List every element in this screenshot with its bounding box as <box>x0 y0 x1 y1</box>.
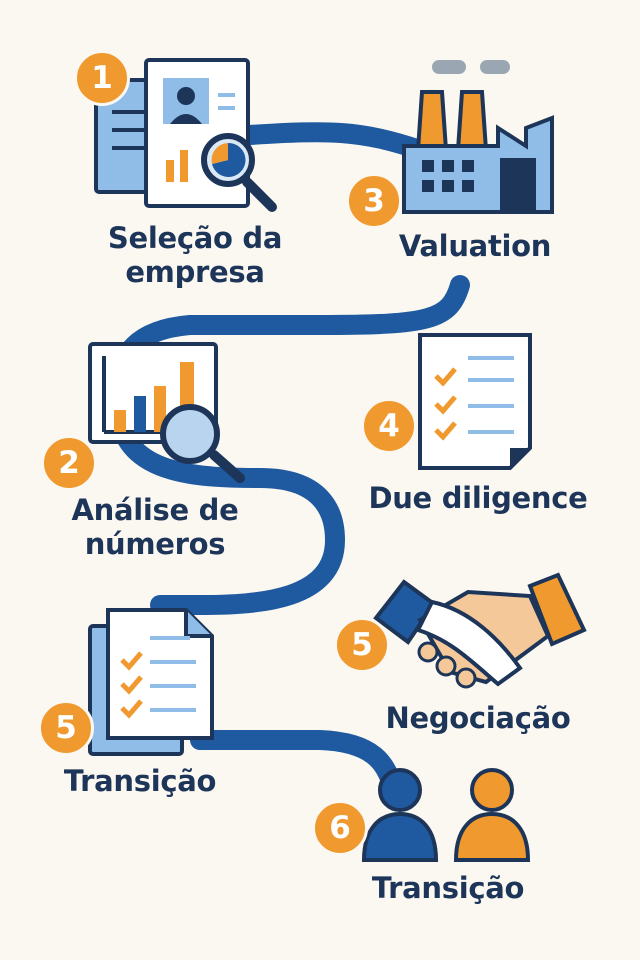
step-badge: 6 <box>312 800 368 856</box>
step-label: Transição <box>50 764 230 798</box>
step-label-line: Seleção da <box>107 221 283 255</box>
step-label: Negociação <box>378 701 578 735</box>
step-label: Due diligence <box>358 481 598 515</box>
step-badge: 4 <box>361 398 417 454</box>
documents-checklist-icon <box>88 608 214 756</box>
step-label-line: Due diligence <box>368 481 588 515</box>
handshake-icon <box>373 572 587 689</box>
step-badge: 3 <box>346 173 402 229</box>
step-label: Análise de números <box>50 493 260 561</box>
step-label-line: Transição <box>371 871 525 905</box>
step-badge: 5 <box>38 700 94 756</box>
step-badge: 1 <box>74 50 130 106</box>
step-label: Transição <box>358 871 538 905</box>
step-label: Seleção da empresa <box>90 221 300 289</box>
document-search-icon <box>94 58 277 212</box>
people-icon <box>361 768 531 862</box>
step-label-line: Análise de <box>71 493 239 527</box>
step-label-line: empresa <box>125 255 265 289</box>
step-label-line: Transição <box>63 764 217 798</box>
step-badge: 5 <box>334 617 390 673</box>
step-label-line: Negociação <box>385 701 571 735</box>
step-label-line: Valuation <box>398 229 552 263</box>
step-label: Valuation <box>370 229 580 263</box>
factory-icon <box>402 60 554 214</box>
step-badge: 2 <box>41 435 97 491</box>
chart-magnifier-icon <box>88 342 245 483</box>
step-label-line: números <box>84 527 226 561</box>
checklist-icon <box>418 333 532 470</box>
